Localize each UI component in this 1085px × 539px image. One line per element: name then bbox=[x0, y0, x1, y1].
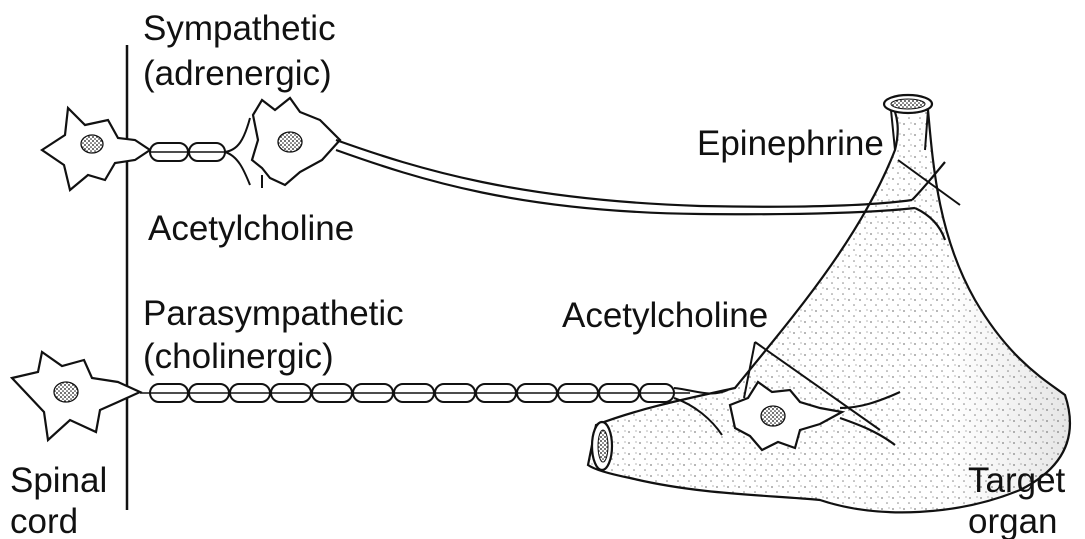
target-organ-label-line2: organ bbox=[968, 502, 1058, 539]
spinal-cord-label-line2: cord bbox=[10, 502, 78, 539]
target-organ-label-line1: Target bbox=[968, 461, 1066, 500]
sympathetic-label-line1: Sympathetic bbox=[143, 9, 336, 48]
epinephrine-label: Epinephrine bbox=[697, 124, 884, 163]
sympathetic-preganglionic-axon bbox=[150, 118, 250, 185]
parasympathetic-label-line1: Parasympathetic bbox=[143, 294, 404, 333]
acetylcholine-sympathetic-label: Acetylcholine bbox=[148, 209, 354, 248]
parasympathetic-postganglionic-nucleus bbox=[761, 406, 785, 426]
sympathetic-postganglionic-nucleus bbox=[278, 132, 302, 152]
sympathetic-label-line2: (adrenergic) bbox=[143, 54, 332, 93]
acetylcholine-parasympathetic-label: Acetylcholine bbox=[562, 296, 768, 335]
parasympathetic-label-line2: (cholinergic) bbox=[143, 337, 334, 376]
sympathetic-preganglionic-nucleus bbox=[81, 135, 103, 153]
spinal-cord-label-line1: Spinal bbox=[10, 461, 107, 500]
parasympathetic-preganglionic-nucleus bbox=[54, 382, 78, 402]
